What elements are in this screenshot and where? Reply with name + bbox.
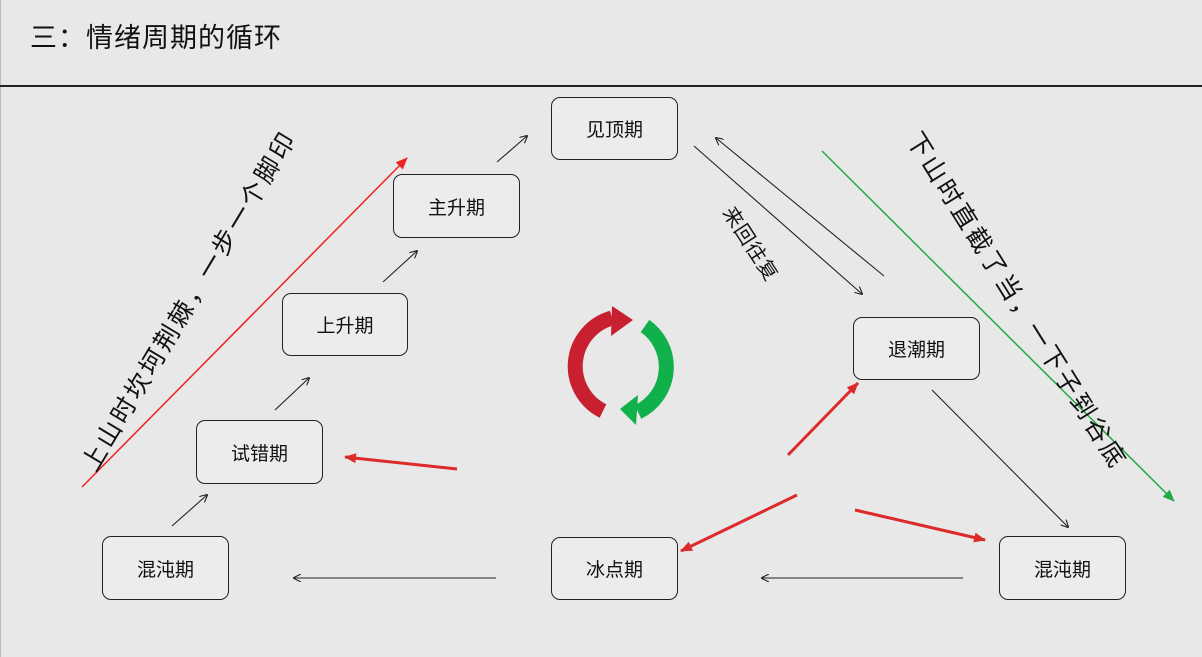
cycle-icon: [567, 306, 674, 425]
arrow-ebb-to-chaos: [931, 389, 1068, 527]
stage-rise: 上升期: [282, 293, 408, 356]
red-arrow-to-freeze: [680, 493, 798, 553]
stage-peak: 见顶期: [551, 97, 678, 160]
downhill-green-line: [821, 150, 1175, 502]
arrow-trial-to-rise: [274, 378, 309, 411]
arrow-rise-to-main: [382, 251, 417, 283]
title-divider: [0, 85, 1202, 87]
arrow-ebb-to-peak: [716, 138, 885, 277]
arrow-peak-to-ebb: [693, 145, 862, 294]
left-edge-line: [0, 0, 1, 657]
stage-chaos-right: 混沌期: [999, 536, 1126, 600]
stage-trial: 试错期: [196, 420, 323, 484]
red-arrow-to-ebb: [786, 381, 860, 457]
stage-freezing: 冰点期: [551, 537, 678, 600]
arrow-chaos-to-trial: [171, 495, 207, 527]
uphill-red-line: [81, 157, 408, 488]
red-arrow-to-chaos-right: [854, 508, 986, 543]
stage-ebb: 退潮期: [853, 317, 980, 380]
arrow-main-to-peak: [496, 136, 527, 163]
page-title: 三：情绪周期的循环: [30, 23, 282, 54]
stage-main-rise: 主升期: [393, 174, 520, 238]
red-arrow-to-trial: [344, 453, 458, 471]
stage-chaos-left: 混沌期: [102, 536, 229, 600]
